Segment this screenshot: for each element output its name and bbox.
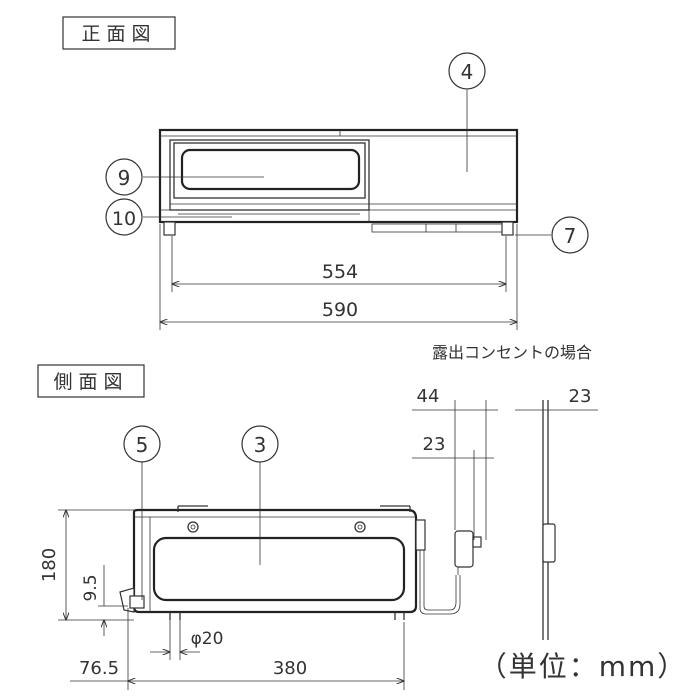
callout-4-label: 4 (461, 60, 474, 84)
dim-phi20-label: φ20 (191, 629, 224, 649)
callout-9-circle (105, 158, 143, 196)
callout-5-label: 5 (136, 433, 149, 457)
dim-23a-label: 23 (423, 434, 446, 455)
dim-9-5-label: 9.5 (81, 574, 101, 601)
outlet-receptacle (542, 523, 556, 563)
front-view-title: 正面図 (81, 23, 156, 45)
front-appliance-body (158, 128, 519, 236)
front-view: 正面図 4 9 (62, 16, 589, 330)
dim-180-label: 180 (39, 548, 60, 582)
dim-554-label: 554 (322, 261, 358, 283)
side-view-title: 側面図 (53, 371, 128, 393)
callout-7-circle (551, 216, 589, 254)
side-appliance-body (119, 505, 482, 620)
callout-10-circle (105, 198, 143, 236)
units-note: （単位：mm） (479, 650, 688, 683)
dim-23b-label: 23 (569, 386, 592, 407)
side-view-title-box (37, 364, 145, 398)
callout-10-label: 10 (112, 208, 136, 230)
dim-380-label: 380 (273, 658, 307, 679)
callout-4-circle (448, 52, 486, 90)
side-view: 側面図 (37, 364, 482, 690)
dim-44-label: 44 (417, 386, 440, 407)
callout-7-label: 7 (564, 224, 577, 248)
callout-3-circle (241, 425, 279, 463)
front-view-title-box (62, 16, 176, 50)
dim-590-label: 590 (322, 299, 358, 321)
callout-3-label: 3 (254, 433, 267, 457)
dim-76-5-label: 76.5 (79, 658, 119, 679)
callout-5-circle (123, 425, 161, 463)
exposed-outlet-detail: 露出コンセントの場合 44 23 23 (412, 343, 598, 640)
callout-9-label: 9 (118, 166, 131, 190)
exposed-outlet-title: 露出コンセントの場合 (432, 343, 592, 362)
